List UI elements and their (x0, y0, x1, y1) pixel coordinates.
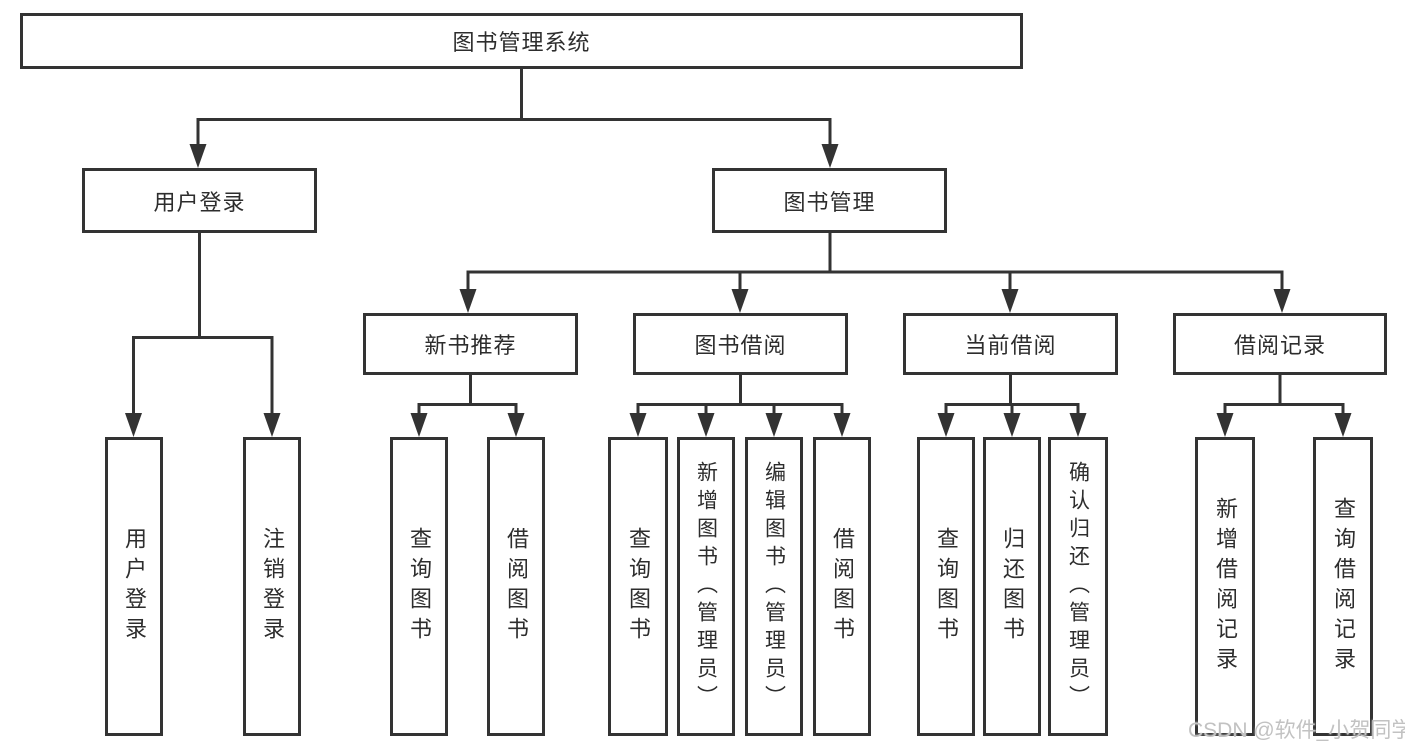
leaf-return-book: 归还图书 (983, 437, 1041, 736)
leaf-query-book-recommend: 查询图书 (390, 437, 448, 736)
arrow-down-icon (937, 413, 955, 437)
arrow-down-icon (410, 413, 428, 437)
leaf-query-borrow-record: 查询借阅记录 (1313, 437, 1373, 736)
node-label: 查询图书 (407, 526, 432, 647)
node-label: 借阅图书 (830, 526, 855, 647)
arrow-down-icon (697, 413, 715, 437)
node-label: 归还图书 (1000, 526, 1025, 647)
arrow-down-icon (765, 413, 783, 437)
leaf-logout: 注销登录 (243, 437, 301, 736)
node-label: 新书推荐 (424, 333, 517, 358)
node-current-borrow: 当前借阅 (903, 313, 1118, 375)
node-label: 图书管理 (783, 189, 876, 215)
leaf-user-login: 用户登录 (105, 437, 163, 736)
leaf-confirm-return-admin: 确认归还（管理员） (1048, 437, 1108, 736)
node-label: 注销登录 (260, 526, 285, 647)
arrow-down-icon (1001, 289, 1019, 313)
node-label: 当前借阅 (964, 333, 1057, 358)
node-label: 新增借阅记录 (1213, 496, 1238, 677)
node-user-login: 用户登录 (82, 168, 317, 233)
node-borrow-records: 借阅记录 (1173, 313, 1387, 375)
leaf-borrow-book-recommend: 借阅图书 (487, 437, 545, 736)
arrow-down-icon (629, 413, 647, 437)
node-label: 借阅记录 (1233, 333, 1326, 358)
arrow-down-icon (1334, 413, 1352, 437)
arrow-down-icon (1069, 413, 1087, 437)
node-label: 用户登录 (122, 526, 147, 647)
arrow-down-icon (507, 413, 525, 437)
leaf-add-borrow-record: 新增借阅记录 (1195, 437, 1255, 736)
node-label: 图书借阅 (694, 333, 787, 358)
leaf-edit-book-admin: 编辑图书（管理员） (745, 437, 803, 736)
node-book-management: 图书管理 (712, 168, 947, 233)
node-library-system-root: 图书管理系统 (20, 13, 1023, 69)
arrowhead-group (125, 144, 1352, 437)
leaf-add-book-admin: 新增图书（管理员） (677, 437, 735, 736)
arrow-down-icon (821, 144, 839, 168)
node-label: 确认归还（管理员） (1066, 460, 1090, 713)
node-label: 借阅图书 (504, 526, 529, 647)
node-book-borrow: 图书借阅 (633, 313, 848, 375)
node-label: 编辑图书（管理员） (762, 460, 786, 713)
csdn-watermark: CSDN @软件_小贺同学 (1188, 719, 1405, 742)
node-label: 图书管理系统 (452, 30, 591, 55)
leaf-query-book-borrow: 查询图书 (608, 437, 668, 736)
arrow-down-icon (1273, 289, 1291, 313)
node-new-book-recommend: 新书推荐 (363, 313, 578, 375)
node-label: 用户登录 (153, 189, 246, 215)
arrow-down-icon (833, 413, 851, 437)
node-label: 查询图书 (626, 526, 651, 647)
node-label: 查询借阅记录 (1331, 496, 1356, 677)
arrow-down-icon (125, 413, 142, 437)
leaf-query-book-current: 查询图书 (917, 437, 975, 736)
node-label: 查询图书 (934, 526, 959, 647)
arrow-down-icon (459, 289, 477, 313)
arrow-down-icon (263, 413, 281, 437)
arrow-down-icon (1216, 413, 1234, 437)
arrow-down-icon (189, 144, 207, 168)
node-label: 新增图书（管理员） (694, 460, 718, 713)
arrow-down-icon (731, 289, 749, 313)
arrow-down-icon (1003, 413, 1021, 437)
leaf-borrow-book: 借阅图书 (813, 437, 871, 736)
